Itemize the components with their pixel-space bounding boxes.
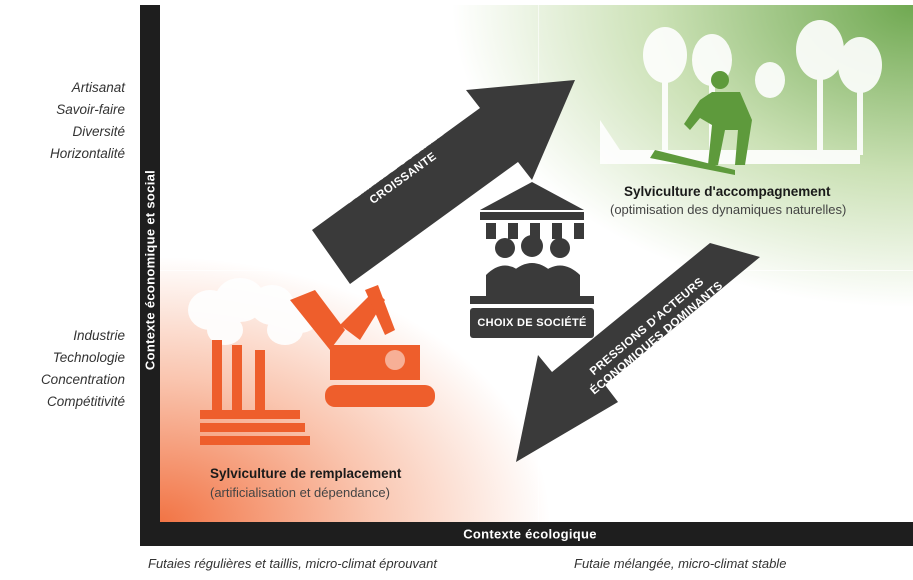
word-diversite: Diversité <box>72 124 125 139</box>
y-axis-label: Contexte économique et social <box>142 169 158 371</box>
word-competitivite: Compétitivité <box>46 394 125 409</box>
top-right-quadrant-title: Sylviculture d'accompagnement <box>624 184 831 199</box>
bulldozer-icon <box>200 285 435 445</box>
society-choice-label: CHOIX DE SOCIÉTÉ <box>477 317 587 329</box>
top-left-word-list: Artisanat Savoir-faire Diversité Horizon… <box>50 77 125 165</box>
word-savoir-faire: Savoir-faire <box>56 102 125 117</box>
bottom-right-caption: Futaie mélangée, micro-climat stable <box>574 556 787 571</box>
economic-pressure-arrow <box>516 243 760 462</box>
y-axis-bar <box>140 5 160 546</box>
lumberjack-icon <box>650 71 752 175</box>
bottom-left-quadrant-title: Sylviculture de remplacement <box>210 466 402 481</box>
bottom-left-quadrant-subtitle: (artificialisation et dépendance) <box>210 485 390 500</box>
x-axis-label: Contexte écologique <box>463 526 597 542</box>
word-industrie: Industrie <box>73 328 125 343</box>
word-technologie: Technologie <box>52 350 125 365</box>
bottom-left-word-list: Industrie Technologie Concentration Comp… <box>41 325 125 413</box>
word-concentration: Concentration <box>40 372 125 387</box>
bottom-left-caption: Futaies régulières et taillis, micro-cli… <box>148 556 437 571</box>
word-artisanat: Artisanat <box>71 80 125 95</box>
society-pavilion-icon <box>470 182 594 338</box>
top-right-quadrant-subtitle: (optimisation des dynamiques naturelles) <box>610 202 847 217</box>
social-demand-arrow <box>312 80 575 284</box>
x-axis-bar <box>140 522 913 546</box>
word-horizontalite: Horizontalité <box>49 146 125 161</box>
